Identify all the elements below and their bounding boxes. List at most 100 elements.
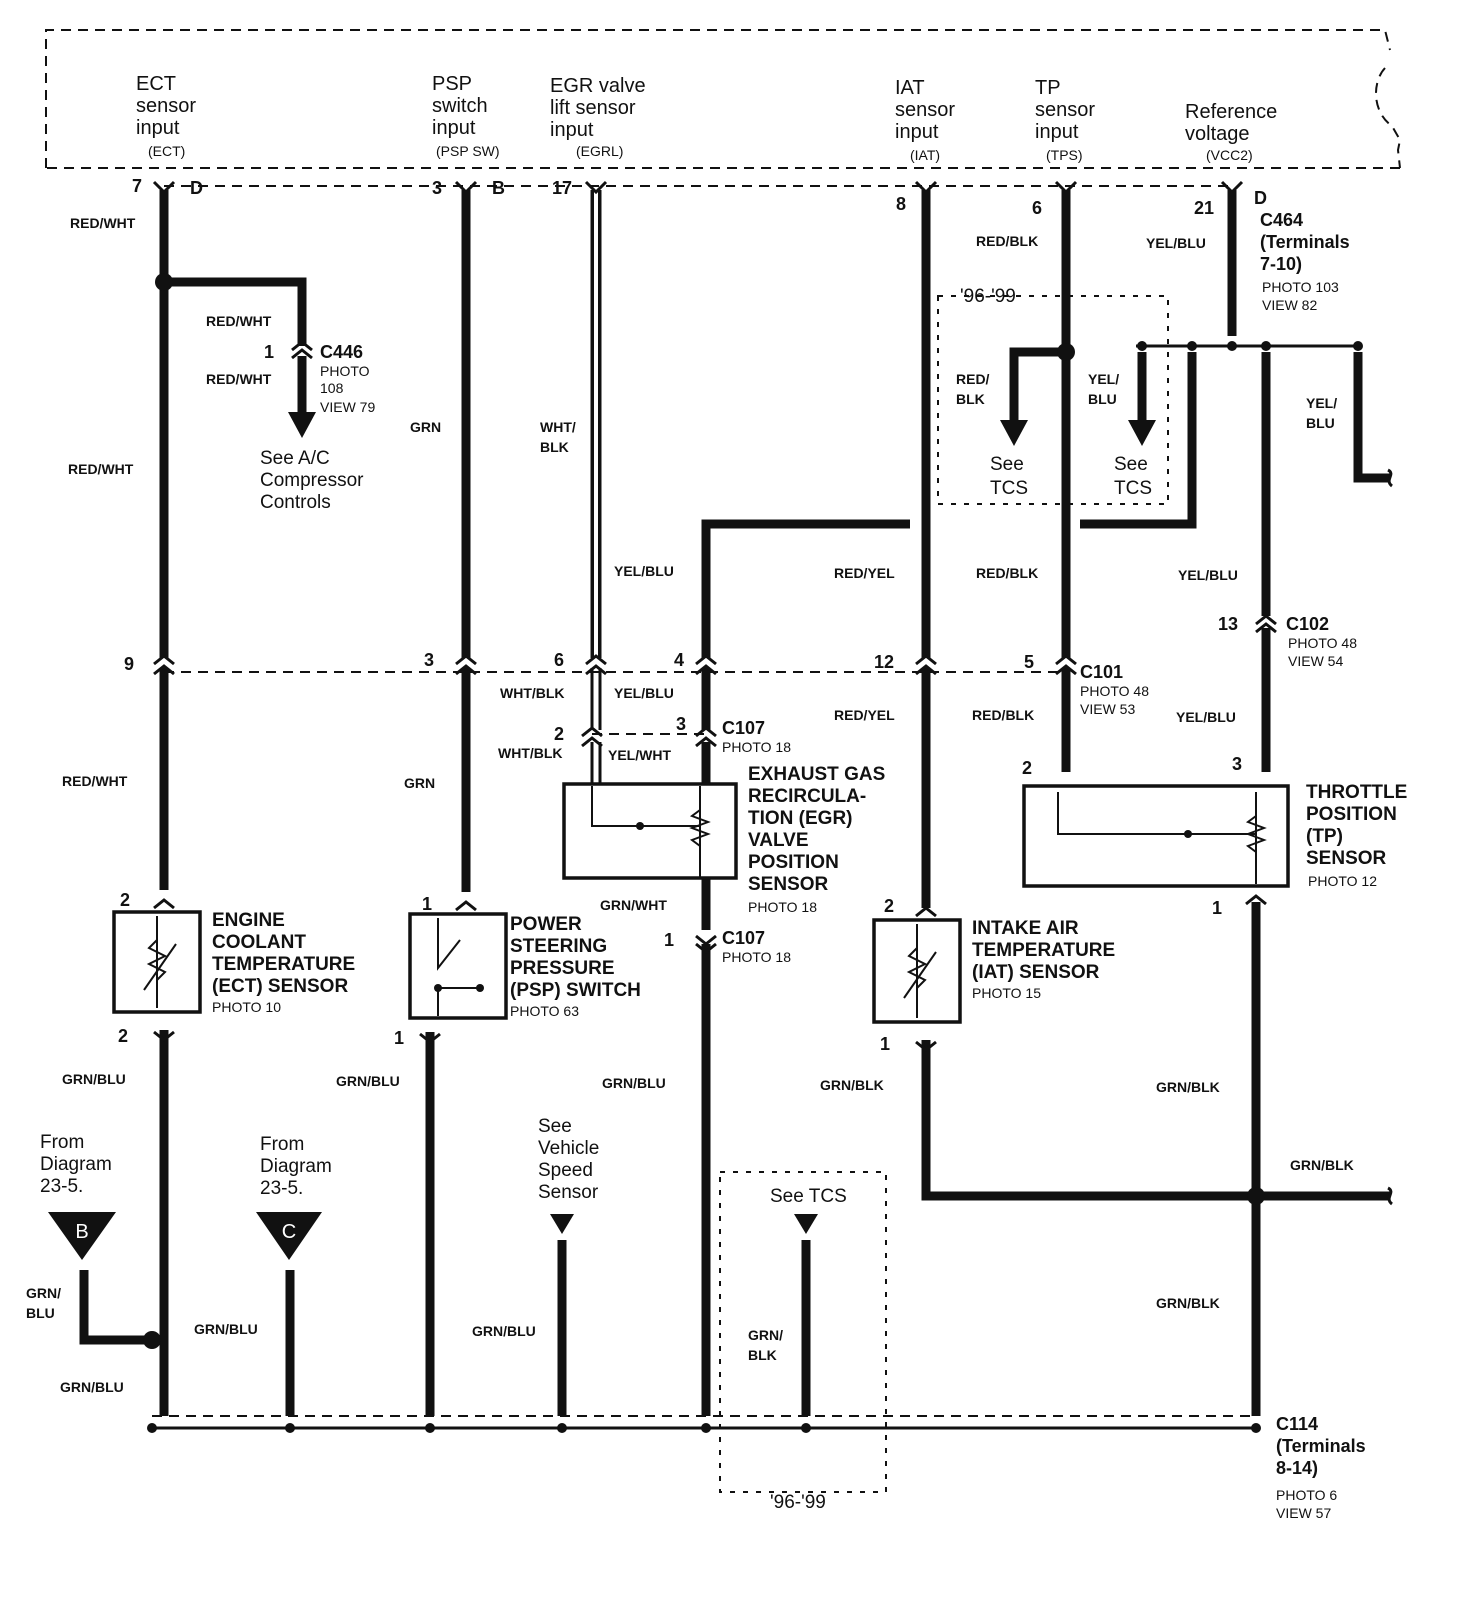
pin-numbers: 7 D 3 B 17 8 6 21 D 1 9 3 6 4 12 5 13 2 …	[118, 176, 1267, 1054]
svg-text:GRN/BLU: GRN/BLU	[26, 1285, 61, 1321]
svg-text:PHOTO 12: PHOTO 12	[1308, 873, 1377, 889]
ref-label: C	[282, 1221, 296, 1243]
pin: 2	[884, 896, 894, 916]
arrow-tcs-2	[1128, 420, 1156, 446]
pcm-input-code: (EGRL)	[576, 143, 623, 159]
pin: 21	[1194, 198, 1214, 218]
pin: 1	[264, 342, 274, 362]
svg-text:VIEW 54: VIEW 54	[1288, 653, 1343, 669]
svg-text:'96-'99: '96-'99	[960, 286, 1016, 307]
svg-text:YEL/BLU: YEL/BLU	[614, 563, 674, 579]
svg-text:C446: C446	[320, 342, 363, 362]
svg-text:GRN: GRN	[404, 775, 435, 791]
svg-text:PHOTO 18: PHOTO 18	[722, 739, 791, 755]
pcm-input-code: (PSP SW)	[436, 143, 500, 159]
connector-c107-a: C107 PHOTO 18	[722, 718, 791, 755]
svg-text:GRN: GRN	[410, 419, 441, 435]
pcm-outline	[45, 29, 1402, 169]
svg-text:RED/BLK: RED/BLK	[956, 371, 990, 407]
wire-egr-feed	[701, 519, 910, 788]
wire-egrl-lower	[590, 668, 602, 786]
ref-triangle-b: B	[48, 1212, 116, 1260]
svg-text:VIEW 79: VIEW 79	[320, 399, 375, 415]
svg-text:'96-'99: '96-'99	[770, 1492, 826, 1513]
tp-sensor	[1022, 784, 1290, 888]
pin: 3	[1232, 754, 1242, 774]
svg-text:YEL/BLU: YEL/BLU	[1178, 567, 1238, 583]
svg-text:GRN/BLK: GRN/BLK	[1290, 1157, 1354, 1173]
tcs-triangle	[794, 1214, 818, 1234]
wire-vcc2-egr	[1080, 352, 1197, 529]
wire-iat-ground	[921, 1040, 1255, 1201]
svg-text:VIEW 53: VIEW 53	[1080, 701, 1135, 717]
continuation-gnd	[1387, 1186, 1394, 1206]
option-box-tcs	[937, 295, 1169, 505]
psp-switch	[408, 912, 508, 1020]
svg-text:YEL/BLU: YEL/BLU	[1306, 395, 1337, 431]
svg-text:RED/BLK: RED/BLK	[976, 565, 1038, 581]
splices	[143, 273, 1363, 1433]
pin: 8	[896, 194, 906, 214]
svg-text:YEL/BLU: YEL/BLU	[614, 685, 674, 701]
svg-text:GRN/BLK: GRN/BLK	[1156, 1079, 1220, 1095]
svg-text:YEL/WHT: YEL/WHT	[608, 747, 671, 763]
arrow-tcs-1	[1000, 420, 1028, 446]
pin: D	[1254, 188, 1267, 208]
svg-text:RED/WHT: RED/WHT	[68, 461, 134, 477]
pin: 2	[118, 1026, 128, 1046]
svg-text:C114: C114	[1276, 1414, 1318, 1434]
svg-text:PHOTO 18: PHOTO 18	[748, 899, 817, 915]
wire-ref-b	[79, 1270, 152, 1345]
pin: 1	[1212, 898, 1222, 918]
svg-text:RED/WHT: RED/WHT	[62, 773, 128, 789]
svg-text:PHOTO 48: PHOTO 48	[1288, 635, 1357, 651]
svg-text:RED/YEL: RED/YEL	[834, 707, 895, 723]
svg-text:GRN/BLK: GRN/BLK	[748, 1327, 783, 1363]
svg-text:RED/WHT: RED/WHT	[70, 215, 136, 231]
pin: 9	[124, 654, 134, 674]
arrow-ac	[288, 412, 316, 438]
pin: 4	[674, 650, 684, 670]
pin: 1	[422, 894, 432, 914]
svg-text:C107: C107	[722, 718, 765, 738]
ref-triangle-c: C	[256, 1212, 322, 1260]
svg-text:WHT/BLK: WHT/BLK	[498, 745, 563, 761]
svg-text:PHOTO 15: PHOTO 15	[972, 985, 1041, 1001]
svg-text:GRN/BLU: GRN/BLU	[602, 1075, 666, 1091]
pcm-input-code: (IAT)	[910, 147, 940, 163]
wire-vcc2-out	[1353, 352, 1390, 483]
svg-text:WHT/BLK: WHT/BLK	[500, 685, 565, 701]
connector-c102: C102 PHOTO 48 VIEW 54	[1286, 614, 1357, 669]
pcm-input-code: (VCC2)	[1206, 147, 1253, 163]
pin: 6	[554, 650, 564, 670]
svg-text:YEL/BLU: YEL/BLU	[1146, 235, 1206, 251]
svg-text:RED/WHT: RED/WHT	[206, 313, 272, 329]
iat-sensor	[872, 918, 962, 1024]
pin: B	[492, 178, 505, 198]
svg-text:WHT/BLK: WHT/BLK	[540, 419, 576, 455]
pin: 2	[120, 890, 130, 910]
connector-c107-b: C107 PHOTO 18	[722, 928, 791, 965]
